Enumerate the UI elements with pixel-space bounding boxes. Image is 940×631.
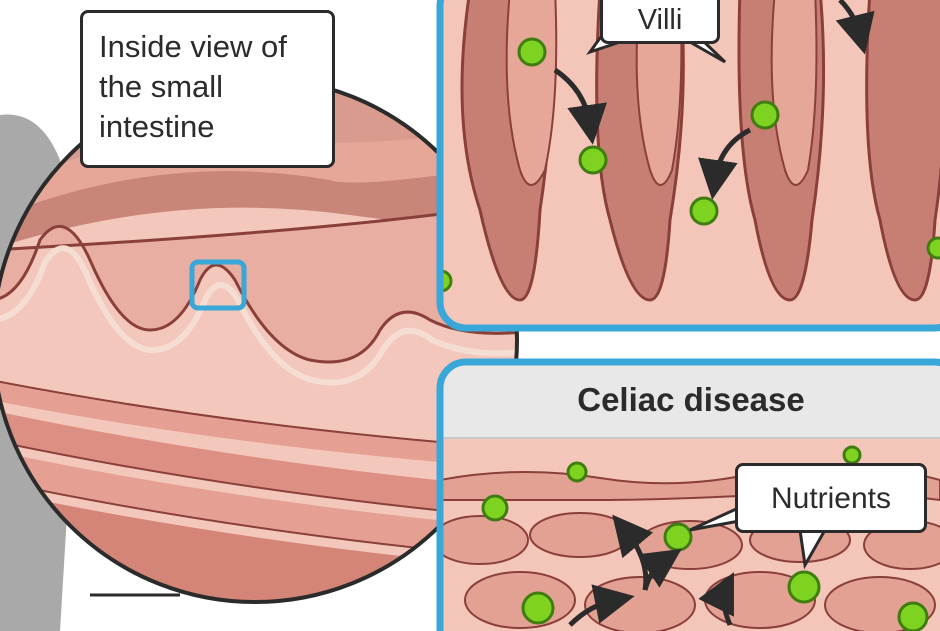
celiac-disease-title: Celiac disease (577, 381, 805, 418)
arrow-icon (568, 514, 734, 627)
villi-label: Villi (637, 4, 683, 36)
villi-panel (436, 0, 940, 332)
nutrient-particle-icon (481, 445, 929, 631)
nutrients-callout: Nutrients (735, 463, 927, 533)
zoom-marker (189, 259, 247, 311)
nutrients-label: Nutrients (770, 482, 892, 515)
villi-callout: Villi (600, 0, 720, 44)
inside-view-callout: Inside view of the small intestine (80, 10, 335, 168)
arrow-icon (553, 0, 875, 200)
inside-view-label: Inside view of the small intestine (99, 29, 287, 144)
